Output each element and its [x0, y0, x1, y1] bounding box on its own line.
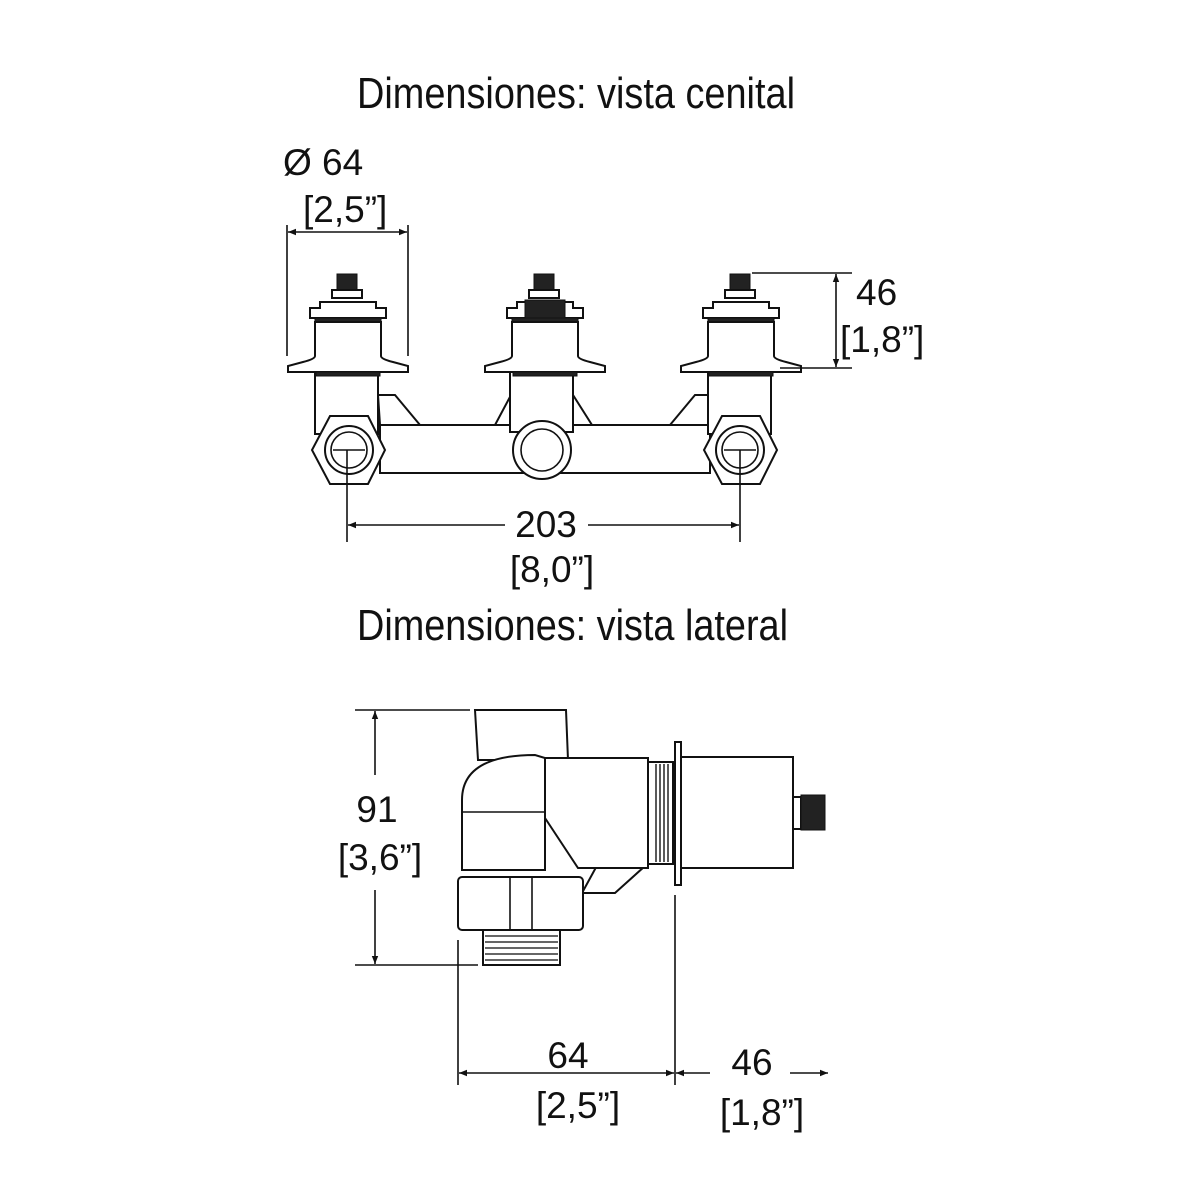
- side-view-valve-body: [457, 709, 826, 966]
- top-view-title: Dimensiones: vista cenital: [357, 69, 795, 118]
- side-depth-mm-label: 64: [547, 1035, 588, 1076]
- side-height-in-label: [3,6”]: [338, 837, 422, 878]
- dimension-spacing: 203 [8,0”]: [346, 450, 741, 590]
- diameter-mm-label: Ø 64: [283, 142, 363, 183]
- dimension-top-height: 46 [1,8”]: [752, 272, 924, 369]
- side-height-mm-label: 91: [356, 789, 397, 830]
- diameter-in-label: [2,5”]: [303, 189, 387, 230]
- spacing-mm-label: 203: [515, 504, 577, 545]
- top-height-in-label: [1,8”]: [840, 319, 924, 360]
- side-stem-in-label: [1,8”]: [720, 1092, 804, 1133]
- side-depth-in-label: [2,5”]: [536, 1085, 620, 1126]
- dimension-side-height: 91 [3,6”]: [338, 709, 478, 966]
- side-view-title: Dimensiones: vista lateral: [357, 601, 788, 650]
- dimension-side-stem: 46 [1,8”]: [676, 1042, 828, 1133]
- dimension-side-depth: 64 [2,5”]: [457, 895, 676, 1126]
- dimension-diameter: Ø 64 [2,5”]: [283, 142, 409, 356]
- side-stem-mm-label: 46: [731, 1042, 772, 1083]
- spacing-in-label: [8,0”]: [510, 549, 594, 590]
- top-view-valve-body: [287, 273, 802, 485]
- top-height-mm-label: 46: [856, 272, 897, 313]
